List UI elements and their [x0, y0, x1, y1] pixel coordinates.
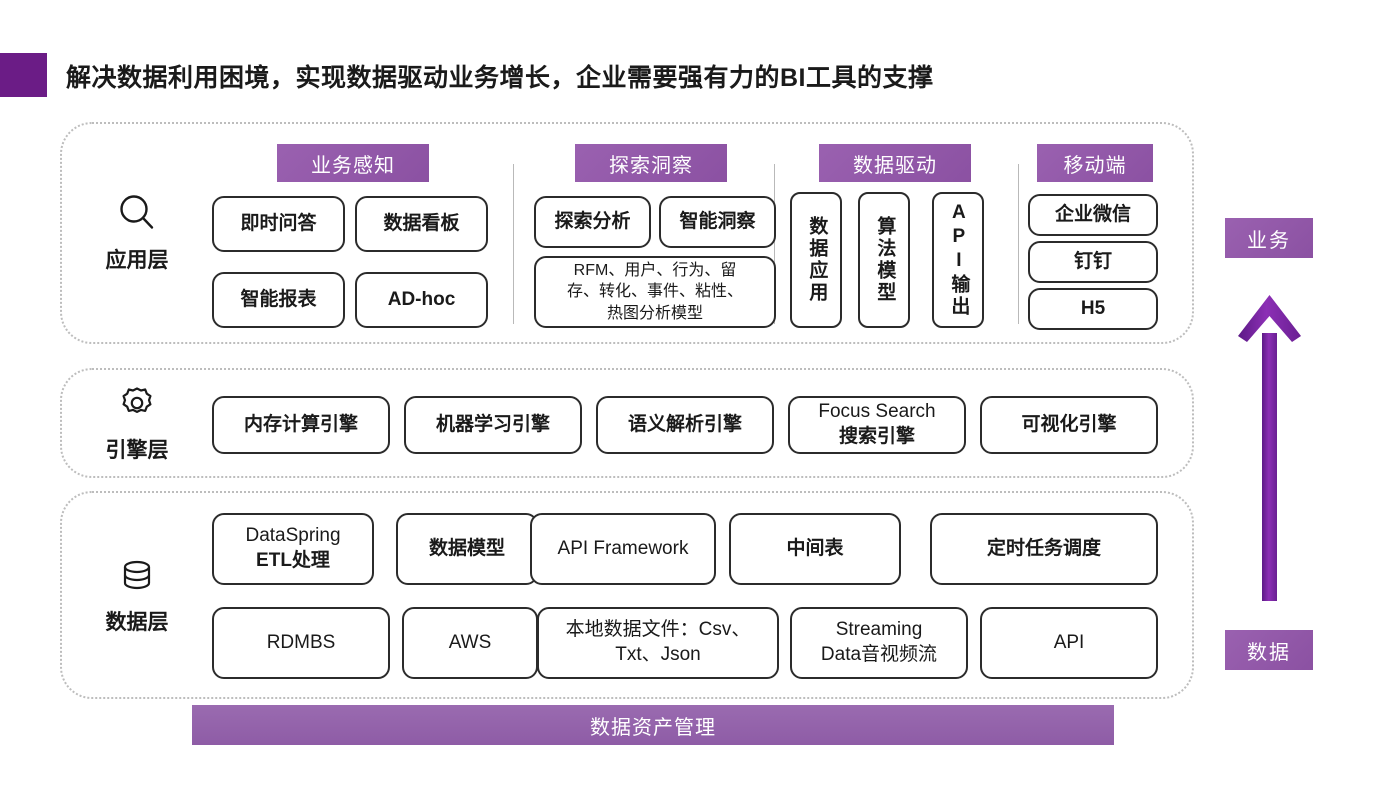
- app-box-explore-analysis[interactable]: 探索分析: [534, 196, 651, 248]
- streaming-line-2: Data音视频流: [820, 644, 938, 665]
- app-box-api-output[interactable]: API输出: [932, 192, 984, 328]
- analysis-models-line-3: 热图分析模型: [606, 304, 703, 322]
- data-box-scheduled-tasks[interactable]: 定时任务调度: [930, 513, 1158, 585]
- group-header-explore-insight: 探索洞察: [575, 144, 727, 182]
- application-layer-container: 应用层 业务感知 即时问答 数据看板 智能报表 AD-hoc 探索洞察 探索分析…: [60, 122, 1194, 344]
- focus-search-line-1: Focus Search: [818, 401, 936, 423]
- data-box-api[interactable]: API: [980, 607, 1158, 679]
- data-layer-label: 数据层: [62, 493, 212, 697]
- data-asset-management-label: 数据资产管理: [590, 716, 716, 739]
- data-box-intermediate-table[interactable]: 中间表: [729, 513, 901, 585]
- app-box-smart-insight[interactable]: 智能洞察: [659, 196, 776, 248]
- engine-box-visualization[interactable]: 可视化引擎: [980, 396, 1158, 454]
- data-asset-management-bar[interactable]: 数据资产管理: [192, 705, 1114, 745]
- analysis-models-line-2: 存、转化、事件、粘性、: [566, 283, 743, 301]
- engine-box-focus-search[interactable]: Focus Search 搜索引擎: [788, 396, 966, 454]
- app-box-smart-report[interactable]: 智能报表: [212, 272, 345, 328]
- engine-box-machine-learning[interactable]: 机器学习引擎: [404, 396, 582, 454]
- app-box-analysis-models[interactable]: RFM、用户、行为、留 存、转化、事件、粘性、 热图分析模型: [534, 256, 776, 328]
- data-box-api-framework[interactable]: API Framework: [530, 513, 716, 585]
- app-box-dingtalk[interactable]: 钉钉: [1028, 241, 1158, 283]
- page-title: 解决数据利用困境，实现数据驱动业务增长，企业需要强有力的BI工具的支撑: [66, 64, 934, 92]
- data-box-data-model[interactable]: 数据模型: [396, 513, 538, 585]
- group-header-business-perception: 业务感知: [277, 144, 429, 182]
- application-layer-label: 应用层: [62, 124, 212, 342]
- data-box-aws[interactable]: AWS: [402, 607, 538, 679]
- engine-box-memory-compute[interactable]: 内存计算引擎: [212, 396, 390, 454]
- app-box-instant-qa[interactable]: 即时问答: [212, 196, 345, 252]
- app-box-wecom[interactable]: 企业微信: [1028, 194, 1158, 236]
- engine-box-semantic-parsing[interactable]: 语义解析引擎: [596, 396, 774, 454]
- streaming-line-1: Streaming: [835, 619, 923, 641]
- title-accent-bar: [0, 53, 47, 97]
- side-badge-business: 业务: [1225, 218, 1313, 258]
- data-layer-container: 数据层 DataSpring ETL处理 数据模型 API Framework …: [60, 491, 1194, 699]
- application-layer-label-text: 应用层: [105, 249, 169, 272]
- search-icon: [120, 195, 154, 229]
- side-badge-data: 数据: [1225, 630, 1313, 670]
- upward-arrow-icon: [1238, 295, 1301, 601]
- dataspring-line-1: DataSpring: [245, 525, 341, 547]
- group-header-data-driven: 数据驱动: [819, 144, 971, 182]
- data-box-streaming-data[interactable]: Streaming Data音视频流: [790, 607, 968, 679]
- data-box-rdmbs[interactable]: RDMBS: [212, 607, 390, 679]
- group-header-mobile: 移动端: [1037, 144, 1153, 182]
- data-box-dataspring-etl[interactable]: DataSpring ETL处理: [212, 513, 374, 585]
- group-divider-3: [1018, 164, 1019, 324]
- group-divider-2: [774, 164, 775, 324]
- data-layer-label-text: 数据层: [105, 611, 169, 634]
- gear-icon: [122, 387, 152, 413]
- data-box-local-files[interactable]: 本地数据文件：Csv、 Txt、Json: [537, 607, 779, 679]
- analysis-models-line-1: RFM、用户、行为、留: [573, 261, 737, 279]
- database-icon: [123, 560, 151, 590]
- app-box-h5[interactable]: H5: [1028, 288, 1158, 330]
- app-box-ad-hoc[interactable]: AD-hoc: [355, 272, 488, 328]
- local-files-line-1: 本地数据文件：Csv、: [565, 619, 751, 641]
- engine-layer-container: 引擎层 内存计算引擎 机器学习引擎 语义解析引擎 Focus Search 搜索…: [60, 368, 1194, 478]
- engine-layer-label-text: 引擎层: [105, 439, 169, 462]
- engine-layer-label: 引擎层: [62, 370, 212, 476]
- dataspring-line-2: ETL处理: [256, 550, 330, 571]
- group-divider-1: [513, 164, 514, 324]
- focus-search-line-2: 搜索引擎: [838, 426, 915, 447]
- app-box-data-dashboard[interactable]: 数据看板: [355, 196, 488, 252]
- app-box-algorithm-model[interactable]: 算法模型: [858, 192, 910, 328]
- app-box-data-application[interactable]: 数据应用: [790, 192, 842, 328]
- local-files-line-2: Txt、Json: [615, 644, 701, 665]
